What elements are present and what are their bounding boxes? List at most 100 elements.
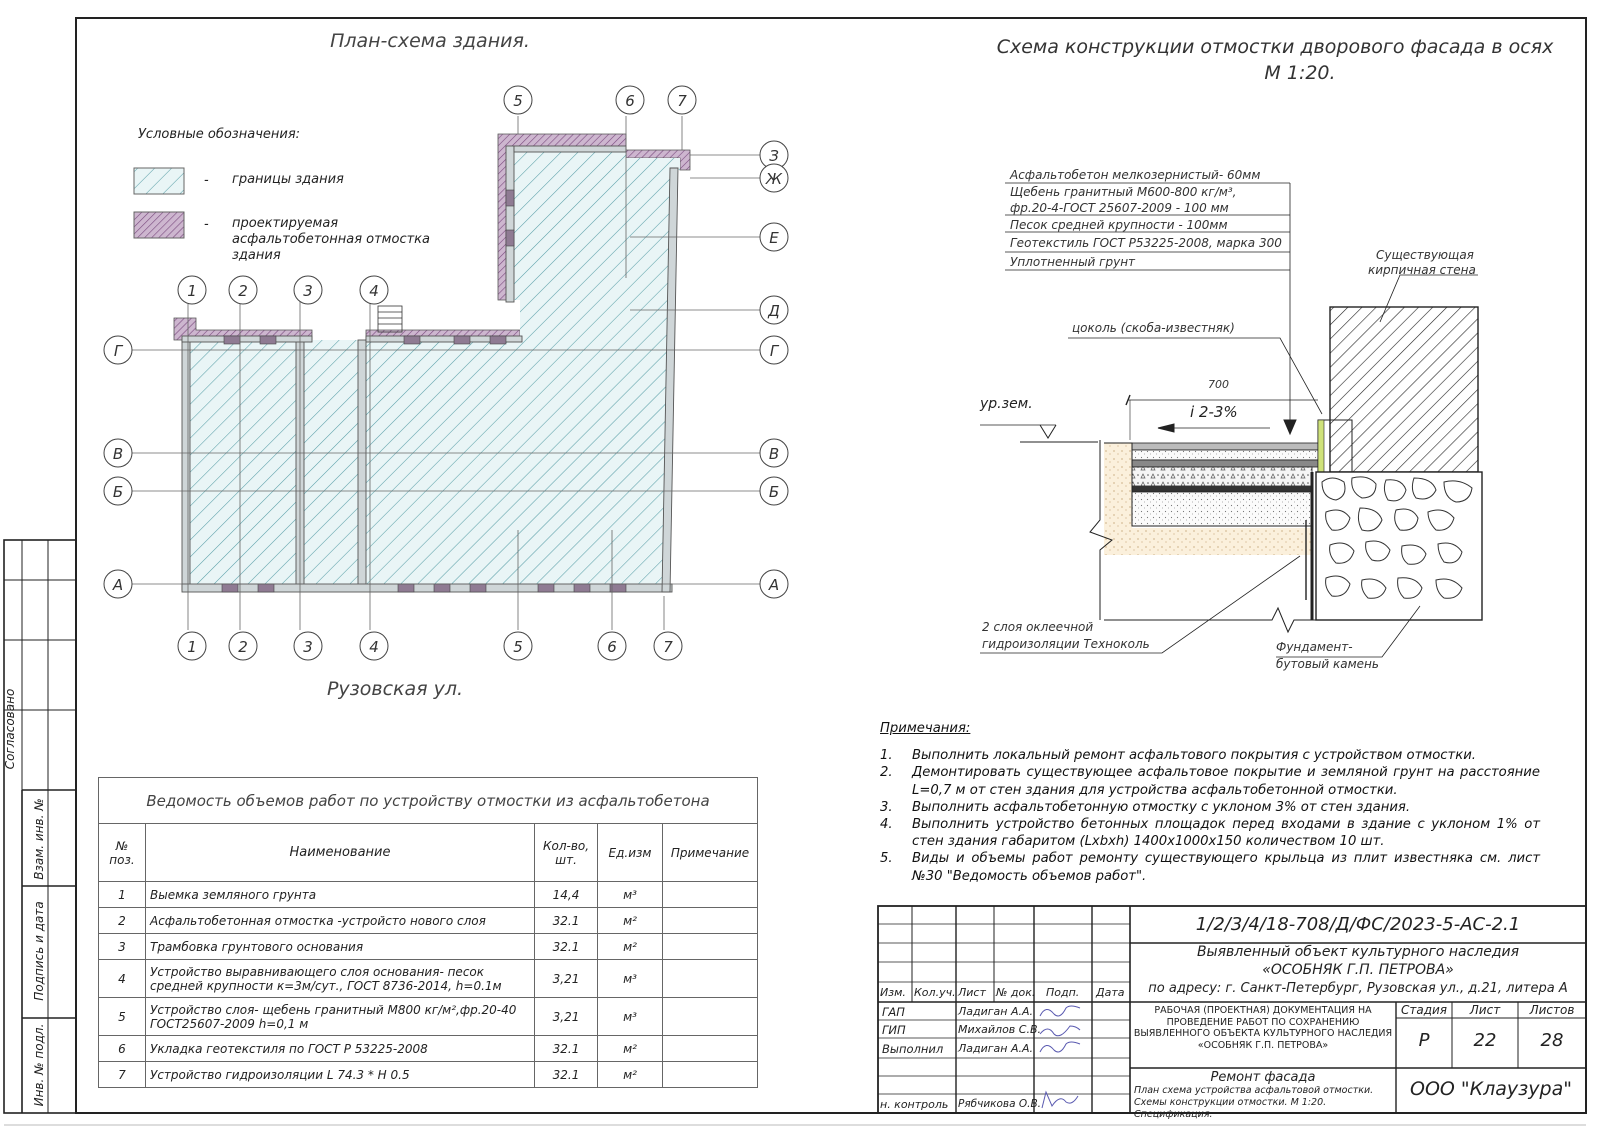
axis-g-left: Г [114,342,124,360]
axis-1-bottom: 1 [187,638,197,656]
axis-e-right: Е [769,229,779,247]
layer-3: Песок средней крупности - 100мм [1010,218,1228,232]
axis-6-bottom: 6 [607,638,617,656]
sheets-value: 28 [1540,1030,1564,1051]
col-unit: Ед.изм [597,823,663,882]
axis-z-right: З [769,147,779,165]
object-line-1: Выявленный объект культурного наследия [1196,944,1520,960]
layer-2: Щебень гранитный М600-800 кг/м³, [1010,185,1237,199]
axis-v-right: В [769,445,779,463]
section-scale: М 1:20. [1264,62,1336,84]
axis-2-bottom: 2 [238,638,248,656]
wall-label-2: кирпичная стена [1368,263,1476,277]
axis-7-bottom: 7 [663,638,673,656]
layer-2b: фр.20-4-ГОСТ 25607-2009 - 100 мм [1010,201,1229,215]
col-qty: Кол-во, шт. [534,823,598,882]
plan-title: План-схема здания. [330,30,530,52]
axis-4-mid: 4 [369,282,379,300]
layer-4: Геотекстиль ГОСТ Р53225-2008, марка 300 [1010,236,1282,250]
notes: Примечания: 1.Выполнить локальный ремонт… [880,720,1540,885]
name-gap: Ладиган А.А. [958,1005,1034,1018]
legend-label-asphalt: проектируемая асфальтобетонная отмостка … [232,216,430,263]
note-item: 1.Выполнить локальный ремонт асфальтовог… [880,748,1476,764]
dim-700: 700 [1208,378,1229,391]
axis-a-right: А [768,576,779,594]
note-item: 3.Выполнить асфальтобетонную отмостку с … [880,799,1411,815]
name-gip: Михайлов С.В. [958,1023,1041,1036]
col-date: Дата [1096,986,1125,999]
doc-code: 1/2/3/4/18-708/Д/ФС/2023-5-АС-2.1 [1195,914,1521,935]
axis-zh-right: Ж [765,170,783,188]
spec-table: Ведомость объемов работ по устройству от… [98,777,758,1088]
col-kol: Кол.уч. [914,986,956,999]
axis-1-mid: 1 [187,282,197,300]
note-item: 5.Виды и объемы работ ремонту существующ… [880,851,1540,884]
legend-dash-2: - [204,217,209,232]
note-item: 2.Демонтировать существующее асфальтовое… [880,765,1540,798]
axis-b-left: Б [113,483,123,501]
slope-label: i 2-3% [1190,403,1238,421]
col-name: Наименование [145,823,535,882]
notes-heading: Примечания: [880,721,971,736]
axis-4-bottom: 4 [369,638,379,656]
axis-d-right: Д [767,302,780,320]
sheet-description: План схема устройства асфальтовой отмост… [1134,1085,1374,1120]
col-izm: Изм. [880,986,906,999]
section-title: Схема конструкции отмостки дворового фас… [996,36,1554,58]
col-podp: Подп. [1046,986,1080,999]
sheet-value: 22 [1473,1030,1497,1051]
axis-g-right: Г [770,342,780,360]
axis-6-top: 6 [625,92,635,110]
col-doc: № док. [996,986,1036,999]
role-gip: ГИП [882,1023,906,1037]
axis-a-left: А [112,576,123,594]
legend-title: Условные обозначения: [138,127,301,142]
plinth-label: цоколь (скоба-известняк) [1072,321,1235,335]
legend-label-building: границы здания [232,172,344,187]
axis-v-left: В [113,445,123,463]
stage-value: Р [1418,1030,1430,1051]
axis-2-mid: 2 [238,282,248,300]
object-address: по адресу: г. Санкт-Петербург, Рузовская… [1148,981,1568,996]
stage-label: Стадия [1400,1003,1448,1017]
street-name: Рузовская ул. [326,678,464,700]
work-title: Ремонт фасада [1210,1070,1316,1085]
note-item: 4.Выполнить устройство бетонных площадок… [880,817,1540,850]
sheet-label: Лист [1469,1003,1501,1017]
axis-5-bottom: 5 [513,638,523,656]
waterproof-label-1: 2 слоя оклеечной [982,620,1094,634]
role-norm: н. контроль [880,1098,949,1111]
layer-5: Уплотненный грунт [1010,255,1136,269]
layer-1: Асфальтобетон мелкозернистый- 60мм [1010,168,1261,182]
col-list: Лист [958,986,986,999]
role-gap: ГАП [882,1005,905,1019]
foundation-label-1: Фундамент- [1276,640,1353,654]
waterproof-label-2: гидроизоляции Техноколь [982,637,1150,651]
role-done: Выполнил [882,1042,944,1056]
legend-dash-1: - [204,173,209,188]
foundation-label-2: бутовый камень [1276,657,1379,671]
axis-7-top: 7 [677,92,687,110]
name-norm: Рябчикова О.В. [958,1098,1042,1110]
signature-marks [1039,1005,1081,1109]
axis-3-mid: 3 [303,282,313,300]
doc-description: РАБОЧАЯ (ПРОЕКТНАЯ) ДОКУМЕНТАЦИЯ НА ПРОВ… [1133,1005,1393,1051]
name-done: Ладиган А.А. [958,1042,1034,1055]
company-name: ООО "Клаузура" [1410,1078,1572,1100]
ground-level: ур.зем. [980,396,1033,412]
sheets-label: Листов [1529,1003,1575,1017]
wall-label-1: Существующая [1376,248,1474,262]
object-line-2: «ОСОБНЯК Г.П. ПЕТРОВА» [1262,962,1454,978]
axis-b-right: Б [769,483,779,501]
axis-5-top: 5 [513,92,523,110]
